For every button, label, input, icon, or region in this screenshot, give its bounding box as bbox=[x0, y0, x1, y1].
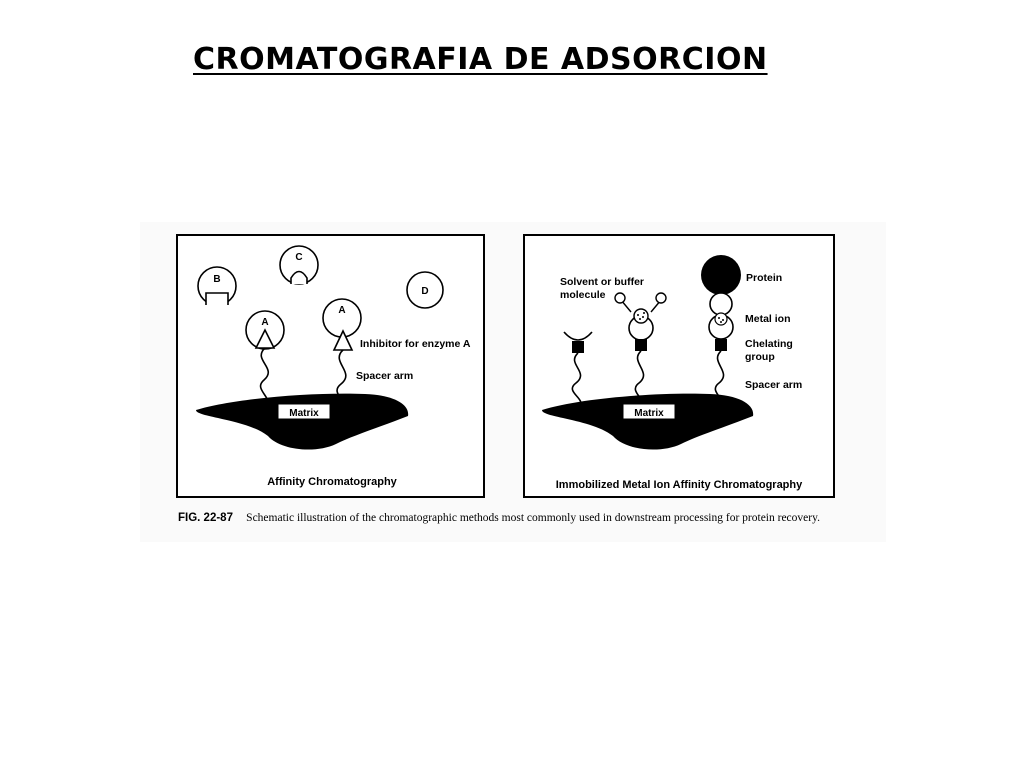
molecule-a-label: A bbox=[261, 317, 268, 328]
imac-panel-title: Immobilized Metal Ion Affinity Chromatog… bbox=[556, 479, 803, 491]
figure-caption-text: Schematic illustration of the chromatogr… bbox=[246, 512, 820, 524]
molecule-c: C bbox=[279, 245, 319, 285]
solvent-label-line1: Solvent or buffer bbox=[560, 276, 644, 288]
metal-ion-label: Metal ion bbox=[745, 313, 791, 325]
molecule-a-label: A bbox=[338, 305, 345, 316]
chelating-label-line1: Chelating bbox=[745, 338, 793, 350]
figure-number: FIG. 22-87 bbox=[178, 512, 233, 524]
matrix-label-box-right bbox=[622, 403, 676, 420]
figure-diagram: B C D A A bbox=[176, 234, 835, 498]
affinity-panel-title: Affinity Chromatography bbox=[267, 476, 397, 488]
molecule-b-label: B bbox=[213, 274, 220, 285]
molecule-d: D bbox=[406, 271, 444, 309]
chelating-group-solvent bbox=[614, 292, 667, 410]
matrix-label-right: Matrix bbox=[634, 408, 664, 419]
matrix-label-box-left bbox=[277, 403, 331, 420]
inhibitor-label: Inhibitor for enzyme A bbox=[360, 338, 471, 350]
molecule-c-label: C bbox=[295, 252, 302, 263]
figure: B C D A A bbox=[140, 222, 886, 542]
imac-panel-frame bbox=[523, 234, 835, 498]
molecule-b: B bbox=[197, 266, 237, 307]
spacer-arm-label-left: Spacer arm bbox=[356, 370, 413, 382]
molecule-a-bound-left: A bbox=[245, 310, 285, 411]
chelating-label-line2: group bbox=[745, 351, 775, 363]
solvent-label-line2: molecule bbox=[560, 289, 606, 301]
matrix-support-right bbox=[542, 393, 754, 450]
slide-title: CROMATOGRAFIA DE ADSORCION bbox=[193, 42, 768, 77]
affinity-panel: B C D A A bbox=[176, 234, 485, 498]
figure-caption: FIG. 22-87 Schematic illustration of the… bbox=[178, 512, 878, 524]
chelating-group-protein bbox=[701, 255, 741, 410]
chelating-group-free bbox=[563, 331, 593, 408]
molecule-d-label: D bbox=[421, 286, 428, 297]
spacer-arm-label-right: Spacer arm bbox=[745, 379, 802, 391]
matrix-label-left: Matrix bbox=[289, 408, 319, 419]
imac-panel: Matrix Solvent or buffer molecule Protei… bbox=[523, 234, 835, 498]
protein-label: Protein bbox=[746, 272, 782, 284]
matrix-support-left bbox=[196, 393, 409, 450]
